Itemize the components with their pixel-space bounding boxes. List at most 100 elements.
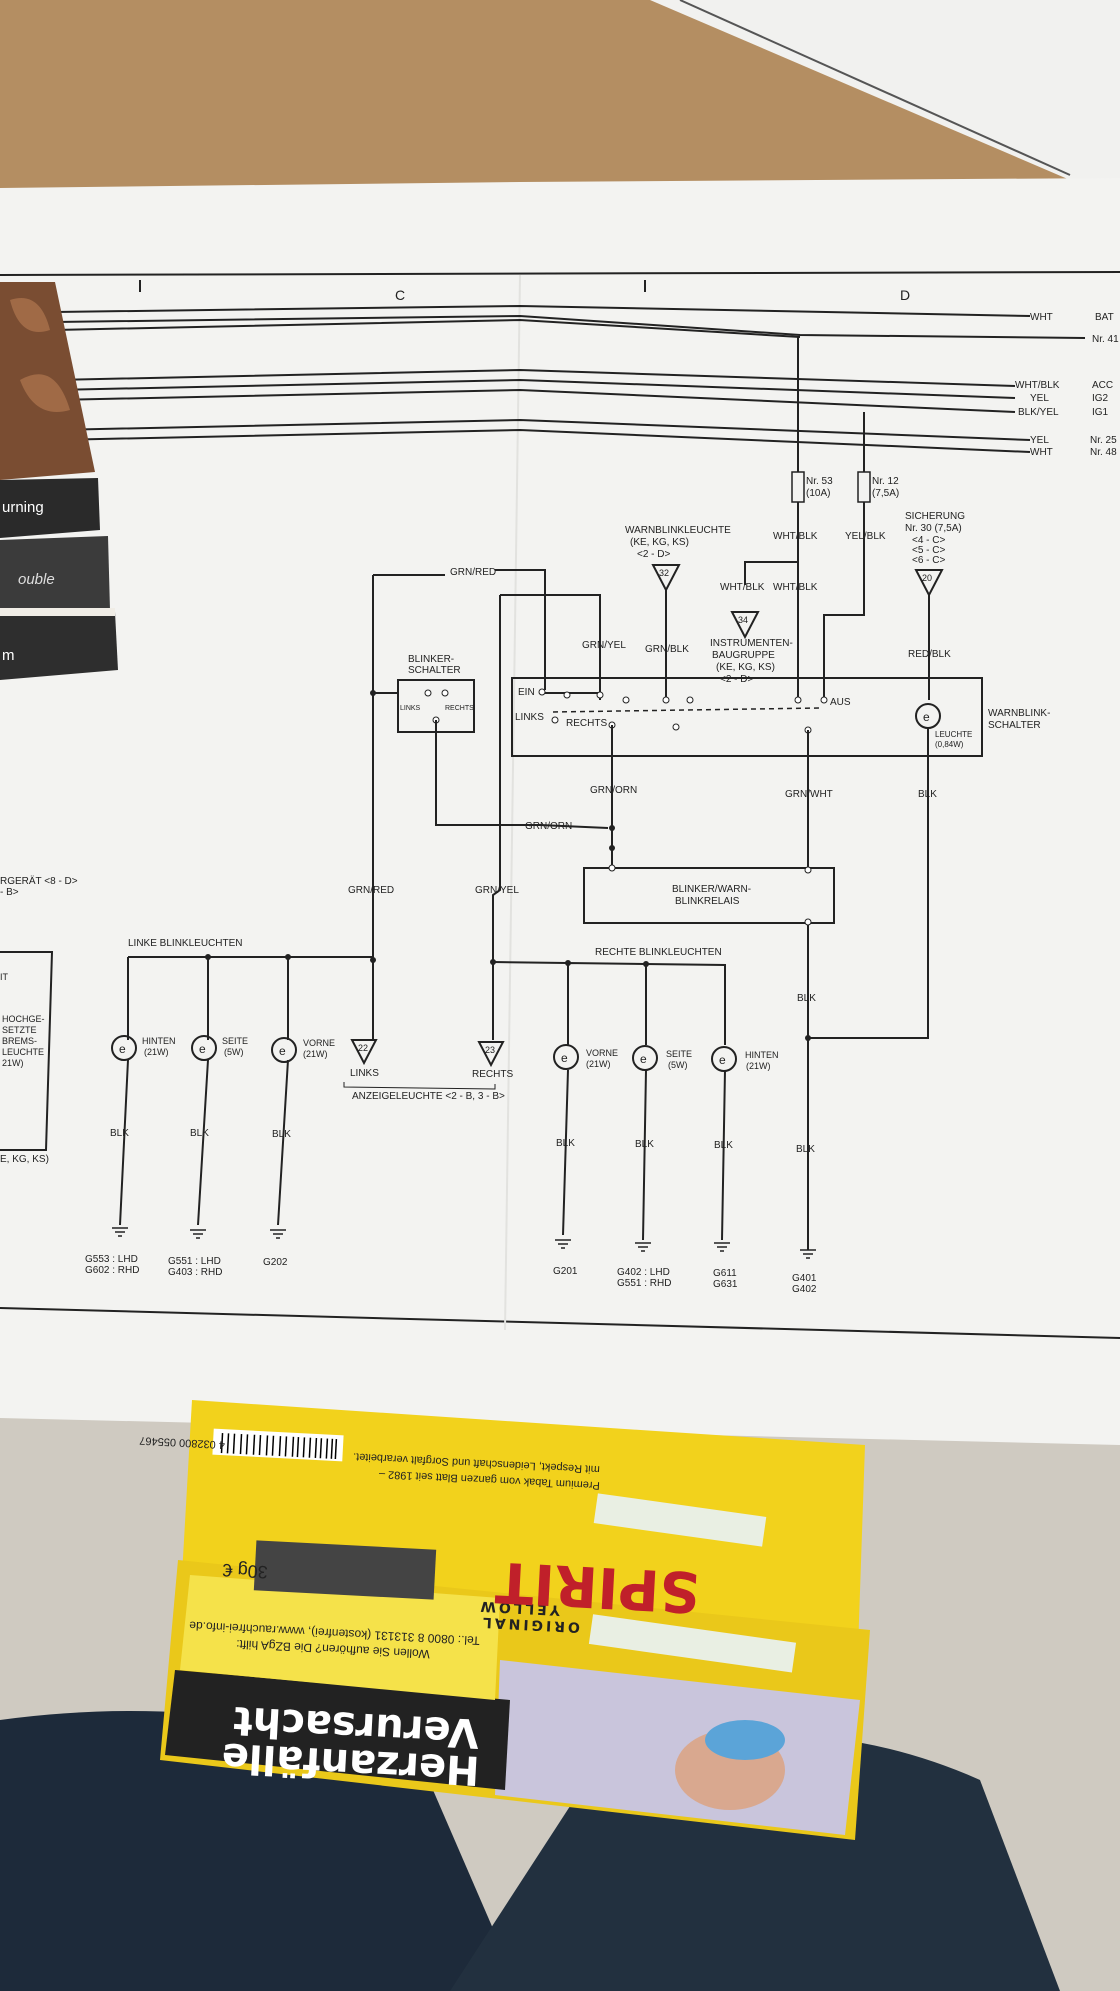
instrumenten-line1: INSTRUMENTEN- xyxy=(710,638,793,649)
pouch-barcode-number: 4 032800 055467 xyxy=(139,1434,225,1450)
blinker-warnblinkrelais: BLINKER/WARN- BLINKRELAIS xyxy=(583,864,835,926)
connector-32-number: 32 xyxy=(659,568,669,578)
blinkerschalter-title-1: BLINKER- xyxy=(408,654,454,665)
lamp-seite-left-name: SEITE xyxy=(222,1036,248,1046)
sicherung-nr: Nr. 30 (7,5A) xyxy=(905,523,962,534)
wire-grn-red-mid: GRN/RED xyxy=(348,885,394,896)
left-frag-b3: BREMS- xyxy=(2,1036,37,1046)
left-frag-b2: SETZTE xyxy=(2,1025,37,1035)
connector-20-number: 20 xyxy=(922,573,932,583)
ground-2-l1: G551 : LHD xyxy=(168,1256,221,1267)
column-markers: C D xyxy=(395,287,910,303)
svg-text:e: e xyxy=(561,1051,568,1065)
warnblinkschalter-title-2: SCHALTER xyxy=(988,720,1041,731)
second-paper-sheet xyxy=(650,0,1120,180)
wire-wht-blk-3: WHT/BLK xyxy=(773,582,818,593)
ground-1-l2: G602 : RHD xyxy=(85,1265,139,1276)
fuse-nr53-label: Nr. 53 xyxy=(806,476,833,487)
lamp-seite-right-name: SEITE xyxy=(666,1049,692,1059)
svg-text:e: e xyxy=(923,710,930,724)
warnblinkleuchte-title: WARNBLINKLEUCHTE xyxy=(625,525,731,536)
fuse-nr53: Nr. 53 (10A) xyxy=(791,471,833,503)
pouch-price: 30g € xyxy=(222,1560,268,1582)
blk-lead-2: BLK xyxy=(190,1128,209,1139)
linke-blinkleuchten: LINKE BLINKLEUCHTEN e HINTEN (21W) e SEI… xyxy=(111,938,379,1226)
dest-nr48: Nr. 48 xyxy=(1090,447,1117,458)
relais-title-2: BLINKRELAIS xyxy=(675,896,740,907)
fuse-feeds xyxy=(744,336,865,700)
supply-lines xyxy=(54,304,1086,453)
booklet-text-2: ouble xyxy=(18,571,55,588)
ground-5-l2: G551 : RHD xyxy=(617,1278,671,1289)
left-frag-bottom: E, KG, KS) xyxy=(0,1154,49,1165)
linke-title: LINKE BLINKLEUCHTEN xyxy=(128,938,242,949)
sicherung-title: SICHERUNG xyxy=(905,511,965,522)
wire-color-acc: WHT/BLK xyxy=(1015,380,1060,391)
ground-6-l2: G631 xyxy=(713,1279,738,1290)
booklet-text-1: urning xyxy=(2,499,44,516)
sicherung-ref-1: <4 - C> xyxy=(912,535,946,546)
ground-7-l1: G401 xyxy=(792,1273,817,1284)
switch-wiring xyxy=(372,569,930,1040)
wire-wht-blk-2: WHT/BLK xyxy=(720,582,765,593)
relay-wiring xyxy=(611,725,929,1250)
column-c: C xyxy=(395,287,405,303)
anzeigeleuchte-label: ANZEIGELEUCHTE <2 - B, 3 - B> xyxy=(352,1091,505,1102)
warnblinkschalter-aus: AUS xyxy=(830,697,851,708)
wire-grn-orn-1: GRN/ORN xyxy=(590,785,637,796)
svg-text:e: e xyxy=(279,1044,286,1058)
wire-color-ig2: YEL xyxy=(1030,393,1049,404)
warnblinkschalter-ein: EIN xyxy=(518,687,535,698)
dest-ig1: IG1 xyxy=(1092,407,1109,418)
blk-lead-4: BLK xyxy=(556,1138,575,1149)
lamp-blk-labels: BLK BLK BLK BLK BLK BLK BLK xyxy=(110,1128,815,1155)
lamp-hinten-left: e HINTEN (21W) xyxy=(111,1035,176,1061)
warnblinkschalter-links: LINKS xyxy=(515,712,544,723)
left-frag-2: - B> xyxy=(0,887,19,898)
indicator-23-label: RECHTS xyxy=(472,1069,513,1080)
svg-text:e: e xyxy=(640,1052,647,1066)
blk-lead-7: BLK xyxy=(796,1144,815,1155)
wire-wht-blk-1: WHT/BLK xyxy=(773,531,818,542)
warnblinkleuchte-ref: <2 - D> xyxy=(637,549,671,560)
lamp-hinten-left-name: HINTEN xyxy=(142,1036,176,1046)
warnblinkleuchte-variant: (KE, KG, KS) xyxy=(630,537,689,548)
pouch-brand-1: ORIGINAL xyxy=(480,1614,581,1635)
blk-lead-5: BLK xyxy=(635,1139,654,1150)
lamp-seite-right-watt: (5W) xyxy=(668,1060,688,1070)
lamp-seite-left-watt: (5W) xyxy=(224,1047,244,1057)
instrumenten-line2: BAUGRUPPE xyxy=(712,650,775,661)
dest-ig2: IG2 xyxy=(1092,393,1109,404)
indicator-22-number: 22 xyxy=(358,1043,368,1053)
tobacco-pouch: 4 032800 055467 Premium Tabak vom ganzen… xyxy=(139,1400,870,1840)
left-frag-b4: LEUCHTE xyxy=(2,1047,44,1057)
blk-lead-3: BLK xyxy=(272,1129,291,1140)
indicator-22-label: LINKS xyxy=(350,1068,379,1079)
ground-labels: G553 : LHD G602 : RHD G551 : LHD G403 : … xyxy=(85,1254,817,1295)
left-frag-b5: 21W) xyxy=(2,1058,24,1068)
blinkerschalter-links: LINKS xyxy=(400,705,421,712)
column-d: D xyxy=(900,287,910,303)
connector-20: 20 xyxy=(914,569,944,598)
dest-nr25: Nr. 25 xyxy=(1090,435,1117,446)
dest-acc: ACC xyxy=(1092,380,1113,391)
ground-3-l1: G202 xyxy=(263,1257,288,1268)
connector-32: 32 xyxy=(651,564,681,593)
indicator-22: 22 LINKS xyxy=(350,1039,379,1079)
lamp-vorne-left-watt: (21W) xyxy=(303,1049,328,1059)
sicherung-ref-2: <5 - C> xyxy=(912,545,946,556)
lamp-seite-left: e SEITE (5W) xyxy=(191,1035,248,1061)
wire-color-ig1: BLK/YEL xyxy=(1018,407,1059,418)
pouch-brand-2: YELLOW xyxy=(477,1598,561,1618)
lamp-hinten-right-name: HINTEN xyxy=(745,1050,779,1060)
lamp-vorne-right-name: VORNE xyxy=(586,1048,618,1058)
warnblinkschalter-leuchte: LEUCHTE xyxy=(935,730,972,739)
rechte-title: RECHTE BLINKLEUCHTEN xyxy=(595,947,722,958)
blinkerschalter: BLINKER- SCHALTER LINKS RECHTS xyxy=(397,654,609,829)
rechte-blinkleuchten: RECHTE BLINKLEUCHTEN e VORNE (21W) e SEI… xyxy=(472,947,779,1241)
anzeigeleuchte: ANZEIGELEUCHTE <2 - B, 3 - B> xyxy=(343,1082,505,1102)
ground-6-l1: G611 xyxy=(713,1268,737,1279)
wire-grn-red-top: GRN/RED xyxy=(450,567,496,578)
blk-lead-1: BLK xyxy=(110,1128,129,1139)
wiring-diagram-sheet xyxy=(0,178,1120,1445)
